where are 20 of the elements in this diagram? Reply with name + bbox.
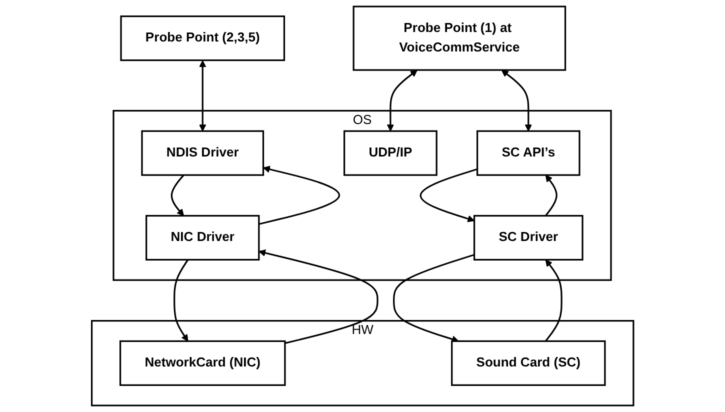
arrow bbox=[173, 259, 188, 342]
arrow bbox=[544, 259, 562, 342]
node-box: Probe Point (1) at VoiceCommService bbox=[352, 6, 566, 71]
arrow bbox=[386, 70, 418, 132]
arrow bbox=[258, 249, 378, 344]
arrow bbox=[501, 70, 532, 132]
arrow bbox=[170, 174, 184, 216]
node-box: NetworkCard (NIC) bbox=[119, 340, 286, 386]
arrow bbox=[544, 174, 558, 216]
arrow bbox=[198, 60, 206, 132]
arrow bbox=[420, 168, 478, 222]
node-box: SC Driver bbox=[473, 214, 584, 261]
node-box: NIC Driver bbox=[145, 214, 260, 261]
node-box: SC API’s bbox=[476, 130, 580, 176]
node-box: UDP/IP bbox=[343, 130, 438, 176]
arrow bbox=[258, 166, 340, 225]
node-box: Sound Card (SC) bbox=[450, 340, 606, 386]
node-box: Probe Point (2,3,5) bbox=[120, 15, 285, 62]
arrow bbox=[392, 254, 474, 343]
node-box: NDIS Driver bbox=[141, 130, 264, 176]
